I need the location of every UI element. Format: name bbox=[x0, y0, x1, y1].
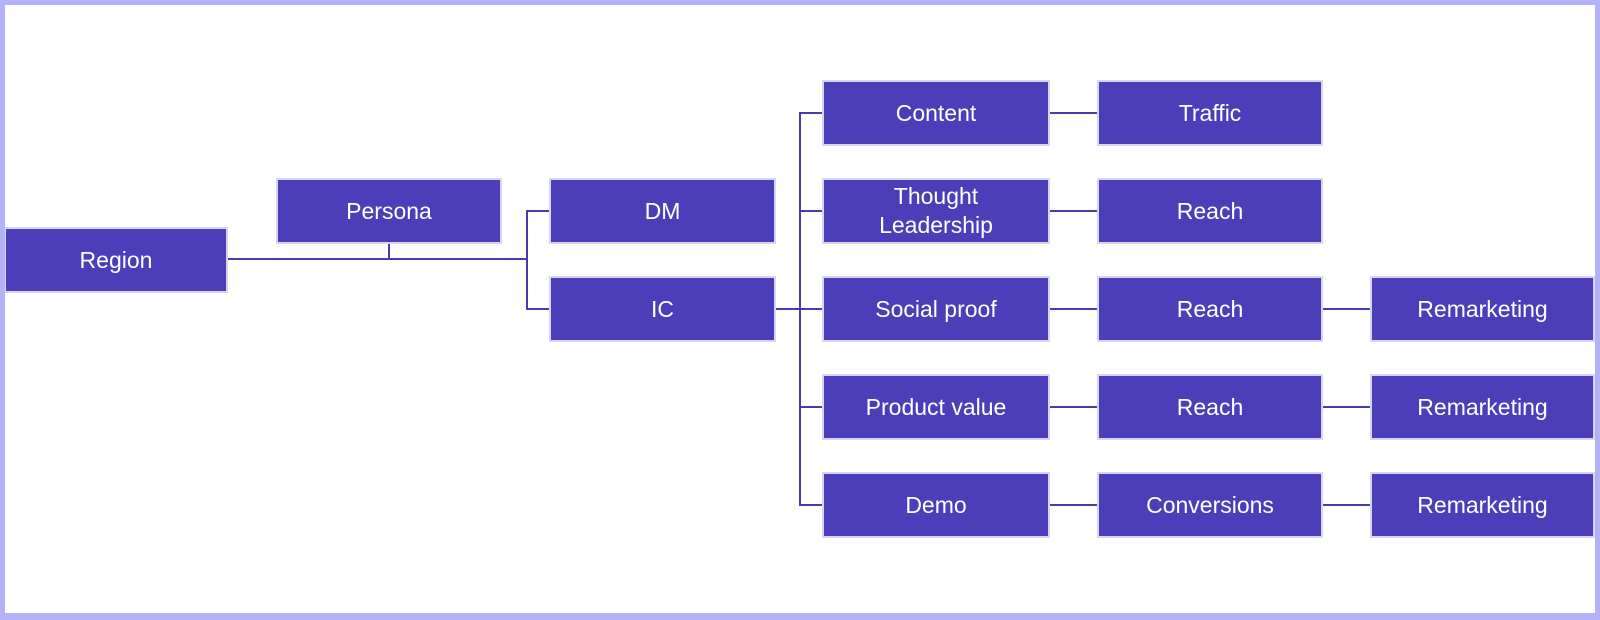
node-region[interactable]: Region bbox=[4, 227, 228, 293]
node-persona[interactable]: Persona bbox=[276, 178, 502, 244]
node-content[interactable]: Content bbox=[822, 80, 1050, 146]
connector-conversions-remarketing-row5 bbox=[1323, 504, 1370, 506]
connector-region-to-split bbox=[227, 258, 527, 260]
node-social-proof[interactable]: Social proof bbox=[822, 276, 1050, 342]
node-reach-row4[interactable]: Reach bbox=[1097, 374, 1323, 440]
connector-demo-conversions bbox=[1050, 504, 1097, 506]
node-ic[interactable]: IC bbox=[549, 276, 776, 342]
connector-dm-ic-bracket bbox=[526, 210, 528, 310]
connector-ic-out bbox=[775, 308, 801, 310]
connector-to-dm bbox=[526, 210, 550, 212]
node-reach-row3[interactable]: Reach bbox=[1097, 276, 1323, 342]
connector-product-value-reach bbox=[1050, 406, 1097, 408]
connector-to-demo bbox=[799, 504, 823, 506]
connector-social-proof-reach bbox=[1050, 308, 1097, 310]
connector-to-content bbox=[799, 112, 823, 114]
connector-to-ic bbox=[526, 308, 550, 310]
connector-content-traffic bbox=[1050, 112, 1097, 114]
node-remarketing-row3[interactable]: Remarketing bbox=[1370, 276, 1595, 342]
connector-thought-leadership-reach bbox=[1050, 210, 1097, 212]
node-thought-leadership[interactable]: Thought Leadership bbox=[822, 178, 1050, 244]
connector-to-social-proof bbox=[799, 308, 823, 310]
node-dm[interactable]: DM bbox=[549, 178, 776, 244]
connector-reach-remarketing-row4 bbox=[1323, 406, 1370, 408]
node-conversions[interactable]: Conversions bbox=[1097, 472, 1323, 538]
connector-reach-remarketing-row3 bbox=[1323, 308, 1370, 310]
node-remarketing-row5[interactable]: Remarketing bbox=[1370, 472, 1595, 538]
connector-persona-stub bbox=[388, 244, 390, 260]
node-reach-row2[interactable]: Reach bbox=[1097, 178, 1323, 244]
connector-to-thought-leadership bbox=[799, 210, 823, 212]
node-demo[interactable]: Demo bbox=[822, 472, 1050, 538]
node-traffic[interactable]: Traffic bbox=[1097, 80, 1323, 146]
node-product-value[interactable]: Product value bbox=[822, 374, 1050, 440]
connector-to-product-value bbox=[799, 406, 823, 408]
node-remarketing-row4[interactable]: Remarketing bbox=[1370, 374, 1595, 440]
